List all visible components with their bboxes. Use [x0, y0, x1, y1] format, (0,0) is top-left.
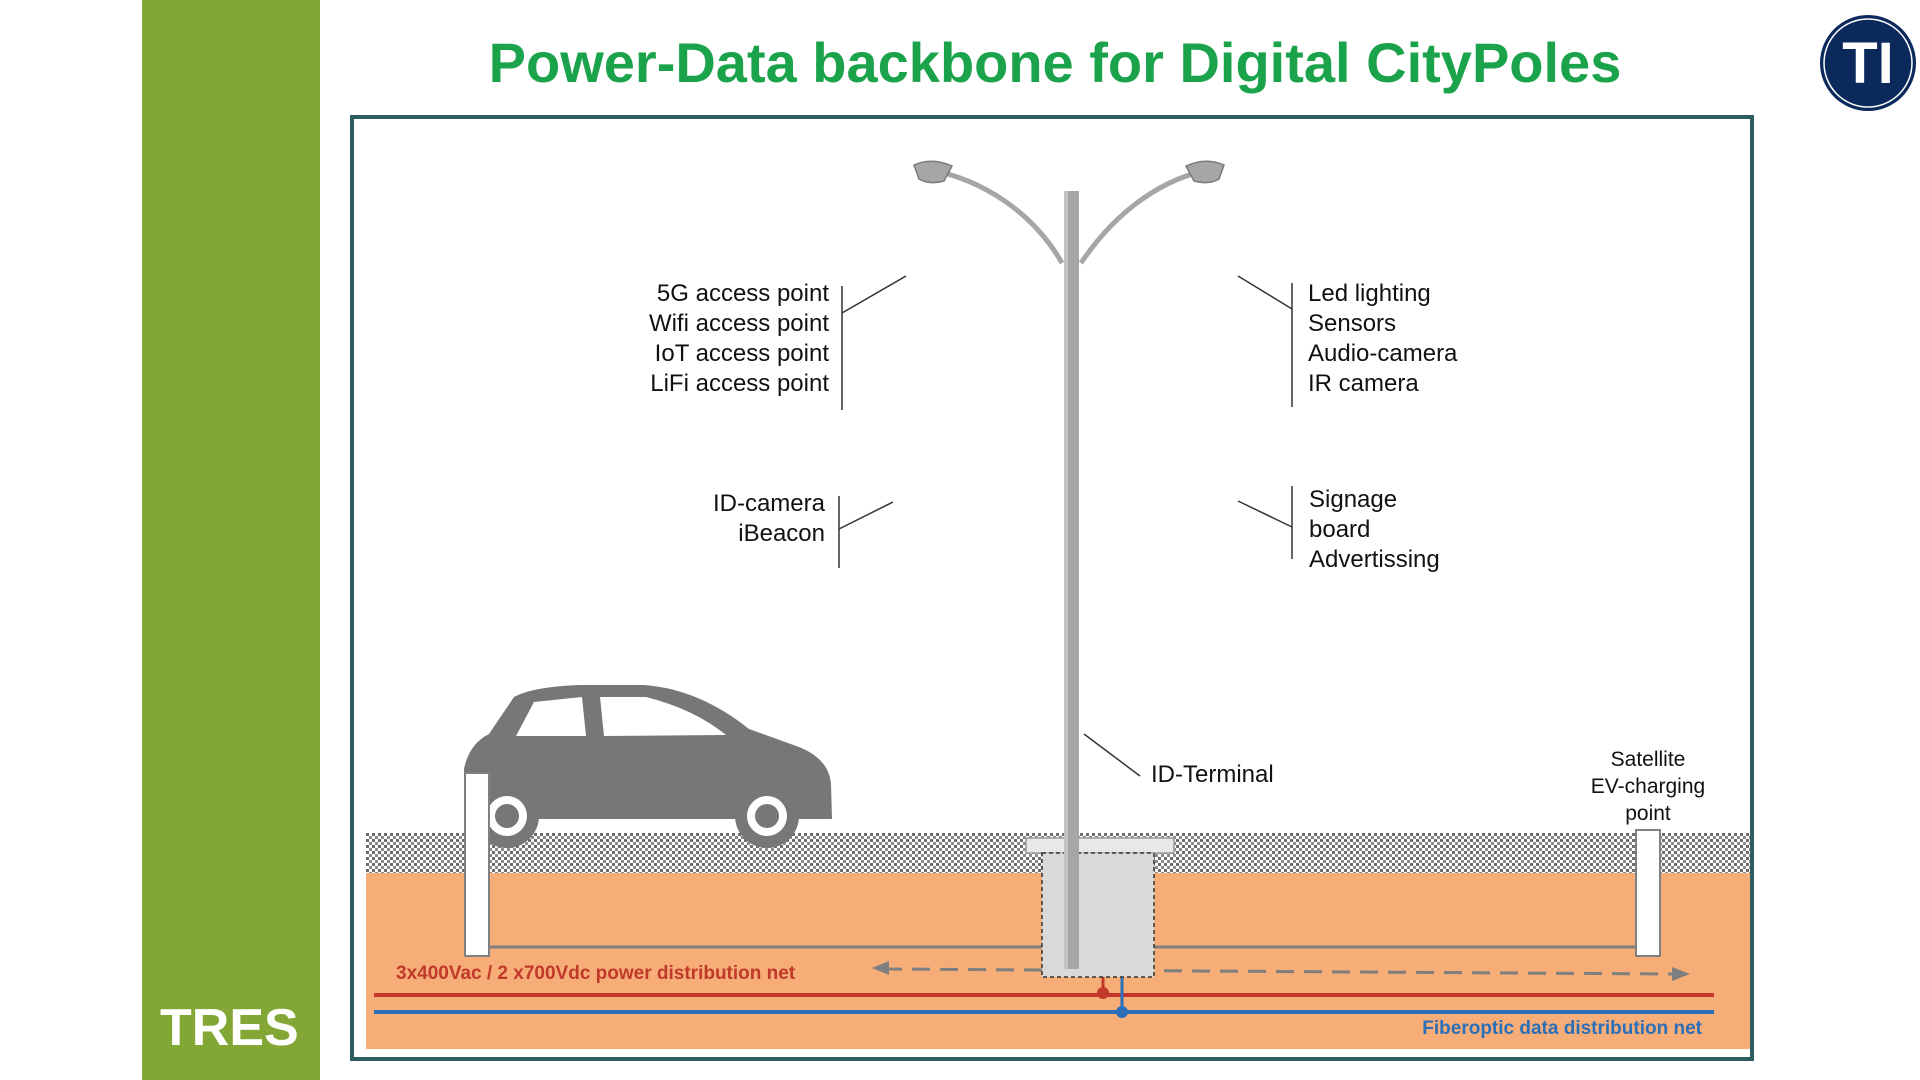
pole-base-plate [1025, 837, 1175, 854]
arrow-right-head [1672, 967, 1690, 981]
logo-text: TI [1842, 31, 1894, 96]
label-id-camera: ID-camera [712, 490, 825, 517]
label-advertissing: Advertissing [1309, 546, 1440, 573]
label-audio-camera: Audio-camera [1308, 340, 1458, 367]
sidebar-label: TRES [160, 999, 299, 1057]
label-ir-camera: IR camera [1308, 370, 1419, 397]
label-wifi: Wifi access point [648, 310, 829, 337]
label-board: board [1309, 516, 1371, 543]
charging-post-icon-right [1635, 829, 1661, 957]
diagram-canvas [366, 160, 1750, 1049]
label-satellite: Satellite [1610, 748, 1686, 771]
label-group-access-points: 5G access point Wifi access point IoT ac… [584, 279, 829, 399]
label-id-terminal: ID-Terminal [1151, 761, 1274, 788]
label-group-signage: Signage board Advertissing [1309, 485, 1440, 575]
car-icon [464, 685, 832, 848]
label-signage: Signage [1309, 486, 1398, 513]
label-power-net: 3x400Vac / 2 x700Vdc power distribution … [396, 963, 796, 984]
label-group-lighting: Led lighting Sensors Audio-camera IR cam… [1308, 279, 1457, 399]
fiber-tap-dot [1116, 1006, 1128, 1018]
label-iot: IoT access point [654, 340, 829, 367]
callout-lines [838, 275, 1293, 777]
charging-post-icon [464, 772, 490, 957]
ti-logo-icon: TI [1820, 15, 1916, 111]
label-ev-charging: EV-charging [1590, 775, 1706, 798]
label-fiber-net: Fiberoptic data distribution net [1422, 1018, 1702, 1039]
label-5g: 5G access point [656, 280, 829, 307]
label-led: Led lighting [1308, 280, 1431, 307]
label-group-ev-charging: Satellite EV-charging point [1542, 746, 1750, 827]
sidebar: TRES [142, 0, 320, 1080]
arrow-left-head [872, 961, 889, 975]
label-point: point [1625, 802, 1671, 825]
id-terminal-box [1041, 852, 1155, 978]
dashed-arrow [883, 967, 1675, 976]
label-sensors: Sensors [1308, 310, 1397, 337]
label-lifi: LiFi access point [650, 370, 829, 397]
label-ibeacon: iBeacon [738, 520, 825, 547]
page-title: Power-Data backbone for Digital CityPole… [488, 31, 1622, 94]
streetlight-pole-icon [913, 160, 1225, 969]
label-group-id-camera: ID-camera iBeacon [624, 489, 825, 549]
power-tap-dot [1097, 987, 1109, 999]
diagram-frame: 5G access point Wifi access point IoT ac… [350, 115, 1754, 1061]
